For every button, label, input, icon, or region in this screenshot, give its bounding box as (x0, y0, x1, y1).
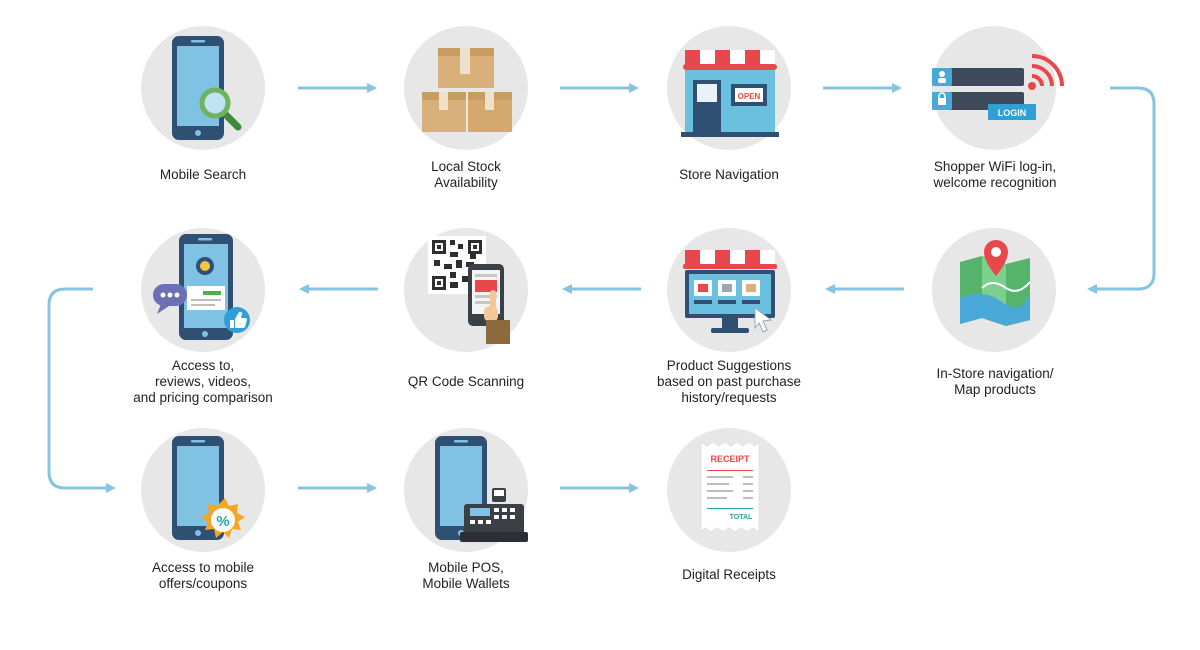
label-line: Local Stock (431, 159, 501, 174)
step-label: Local Stock Availability (361, 159, 571, 191)
qr-scan-icon (428, 236, 510, 344)
phone-register-icon (435, 436, 528, 542)
phone-search-icon (172, 36, 242, 140)
label-line: Digital Receipts (682, 567, 776, 582)
step-label: Access to mobile offers/coupons (98, 560, 308, 592)
label-line: Availability (434, 175, 498, 190)
step-label: Product Suggestions based on past purcha… (624, 358, 834, 406)
wifi-login-icon: LOGIN (932, 54, 1064, 120)
phone-coupon-icon: % (172, 436, 245, 540)
step-label: In-Store navigation/ Map products (890, 366, 1100, 398)
receipt-title-text: RECEIPT (710, 454, 750, 464)
label-line: reviews, videos, (154, 374, 252, 389)
receipt-total-text: TOTAL (730, 514, 753, 521)
login-button-text: LOGIN (998, 108, 1027, 118)
online-store-icon (683, 250, 777, 333)
label-line: Shopper WiFi log-in, (933, 159, 1057, 174)
label-line: Access to mobile (151, 560, 255, 575)
label-line: welcome recognition (933, 175, 1057, 190)
label-line: In-Store navigation/ (936, 366, 1054, 381)
phone-review-icon (153, 234, 250, 340)
arrow-8-9 (47, 287, 116, 493)
step-label: Mobile Search (98, 167, 308, 183)
map-pin-icon (960, 240, 1031, 326)
step-label: QR Code Scanning (361, 374, 571, 390)
label-line: Store Navigation (679, 167, 779, 182)
boxes-icon (422, 48, 512, 132)
arrow-4-5 (1087, 86, 1156, 294)
open-sign-text: OPEN (738, 92, 761, 101)
label-line: QR Code Scanning (407, 374, 525, 389)
label-line: and pricing comparison (133, 390, 273, 405)
step-label: Digital Receipts (624, 567, 834, 583)
coupon-symbol-text: % (216, 513, 229, 530)
label-line: Mobile Search (159, 167, 247, 182)
storefront-icon: OPEN (681, 50, 779, 137)
label-line: Access to, (171, 358, 235, 373)
label-line: Map products (954, 382, 1036, 397)
step-label: Mobile POS, Mobile Wallets (361, 560, 571, 592)
receipt-icon: RECEIPT TOTAL (700, 440, 760, 534)
step-label: Access to, reviews, videos, and pricing … (98, 358, 308, 406)
label-line: history/requests (681, 390, 777, 405)
label-line: Mobile POS, (428, 560, 504, 575)
step-label: Store Navigation (624, 167, 834, 183)
label-line: based on past purchase (656, 374, 802, 389)
label-line: Product Suggestions (666, 358, 792, 373)
step-label: Shopper WiFi log-in, welcome recognition (890, 159, 1100, 191)
label-line: offers/coupons (158, 576, 248, 591)
label-line: Mobile Wallets (422, 576, 510, 591)
